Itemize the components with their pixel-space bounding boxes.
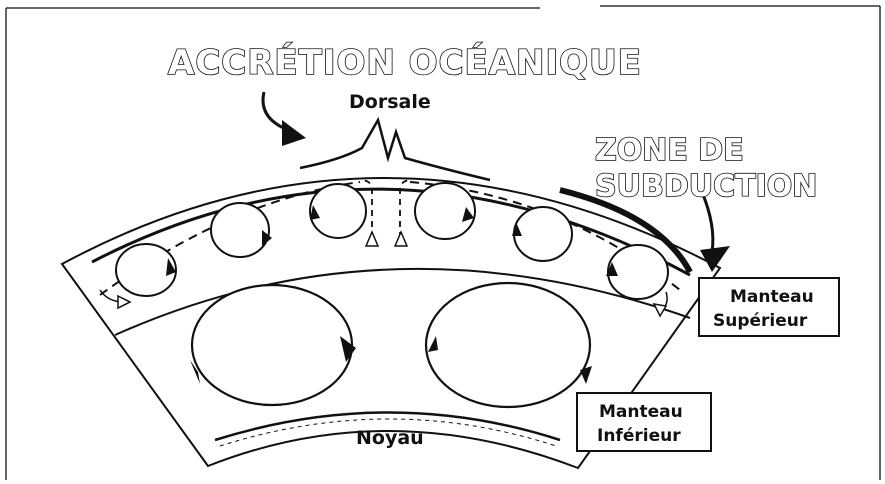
accretion-arrow xyxy=(263,92,306,146)
lower-mantle-box: Manteau Inférieur xyxy=(577,393,711,451)
subduction-label-line2: SUBDUCTION xyxy=(595,169,817,204)
ridge-peaks xyxy=(300,120,490,180)
upper-mantle-box: Manteau Supérieur xyxy=(699,278,839,336)
lower-mantle-label-line2: Inférieur xyxy=(597,426,681,446)
lower-mantle-label-line1: Manteau xyxy=(599,402,683,422)
upper-cell-6 xyxy=(606,245,668,299)
upper-mantle-label-line1: Manteau xyxy=(730,287,814,307)
upper-cell-4 xyxy=(415,183,475,239)
ridge-label: Dorsale xyxy=(349,91,431,113)
upper-cell-3 xyxy=(310,184,366,238)
upper-cell-5 xyxy=(512,207,572,261)
upper-mantle-label-line2: Supérieur xyxy=(713,311,808,331)
lower-cell-2 xyxy=(426,283,592,407)
core-label: Noyau xyxy=(356,427,424,449)
subduction-label-line1: ZONE DE xyxy=(595,133,744,168)
upper-cell-1 xyxy=(116,244,176,296)
diagram-title: ACCRÉTION OCÉANIQUE xyxy=(168,42,642,83)
